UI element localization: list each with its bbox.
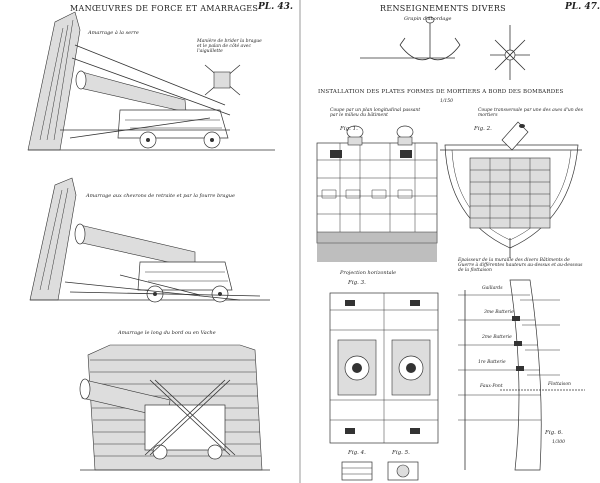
caption-middle: Amarrage aux chevrons de retraite et par…	[86, 193, 235, 199]
fig2-label: Fig. 2.	[474, 126, 492, 132]
fig6-scale: 1/300	[552, 440, 565, 445]
caption-top: Amarrage à la serre	[88, 30, 139, 36]
fig1-label: Fig. 1.	[340, 126, 358, 132]
fig3-drawing	[329, 292, 439, 444]
fig3-label: Fig. 3.	[348, 280, 366, 286]
fig4-fig5-drawing	[341, 461, 419, 481]
installation-title: INSTALLATION DES PLATES FORMES DE MORTIE…	[318, 89, 564, 95]
section-trans-caption: Coupe transversale par une des axes d'un…	[478, 108, 583, 119]
fig1-drawing	[316, 125, 438, 262]
fig5-label: Fig. 5.	[392, 450, 410, 456]
deck-label-flottaison: Flottaison	[548, 382, 571, 387]
installation-scale: 1/150	[440, 99, 453, 104]
section-long-caption: Coupe par un plan longitudinal passant p…	[330, 108, 421, 119]
projection-caption: Projection horizontale	[340, 270, 397, 276]
fig6-drawing	[458, 279, 585, 471]
grapin-caption: Grapin d'abordage	[404, 16, 452, 22]
left-plate-number: PL. 43.	[258, 2, 294, 12]
grapin-drawing	[360, 16, 530, 80]
deck-label-2me-batterie: 2me Batterie	[482, 335, 512, 340]
left-plate-title: MANŒUVRES DE FORCE ET AMARRAGES	[70, 4, 259, 13]
deck-label-faux-pont: Faux-Pont	[480, 384, 503, 389]
right-plate-title: RENSEIGNEMENTS DIVERS	[380, 4, 506, 13]
deck-label-3me-batterie: 3me Batterie	[484, 310, 514, 315]
deck-label-1re-batterie: 1re Batterie	[478, 360, 506, 365]
fig2-drawing	[440, 121, 582, 258]
caption-top-detail: Manière de brider la brague et le palan …	[197, 39, 262, 55]
top-cannon-scene	[27, 11, 275, 151]
deck-label-gaillards: Gaillards	[482, 286, 503, 291]
caption-bottom: Amarrage le long du bord ou en Vache	[118, 330, 216, 336]
fig4-label: Fig. 4.	[348, 450, 366, 456]
middle-cannon-scene	[29, 177, 270, 303]
fig6-label: Fig. 6.	[545, 430, 563, 436]
bottom-cannon-scene	[79, 344, 270, 471]
epaisseur-caption: Epaisseur de la muraille des divers Bâti…	[458, 258, 583, 274]
right-plate-number: PL. 47.	[565, 2, 600, 12]
